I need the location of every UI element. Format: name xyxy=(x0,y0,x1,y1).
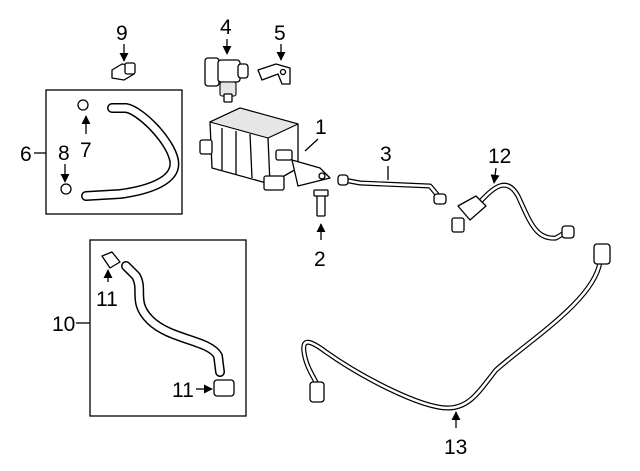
callout-9: 9 xyxy=(116,22,128,45)
callout-11b: 11 xyxy=(172,379,194,402)
callout-11a: 11 xyxy=(96,288,118,311)
callout-12: 12 xyxy=(488,145,511,168)
part-13-sensor: 13 xyxy=(301,243,611,459)
part-3-pipe: 3 xyxy=(337,143,447,205)
callout-1: 1 xyxy=(315,116,327,139)
group-box-10: 10 11 11 xyxy=(52,239,247,417)
part-12-sensor: 12 xyxy=(451,145,575,241)
callout-4: 4 xyxy=(220,16,232,39)
part-9-grommet: 9 xyxy=(111,22,136,81)
callout-8: 8 xyxy=(58,142,70,165)
callout-10: 10 xyxy=(52,313,75,336)
callout-13: 13 xyxy=(444,436,467,459)
callout-2: 2 xyxy=(314,248,326,271)
part-2-bolt: 2 xyxy=(313,189,329,271)
part-5-bracket: 5 xyxy=(257,22,291,85)
group-box-6: 6 7 8 xyxy=(20,89,183,215)
part-1-canister: 1 xyxy=(199,107,331,191)
callout-6: 6 xyxy=(20,143,32,166)
callout-5: 5 xyxy=(274,22,286,45)
part-4-valve: 4 xyxy=(204,16,249,103)
callout-7: 7 xyxy=(80,139,92,162)
callout-3: 3 xyxy=(380,143,392,166)
